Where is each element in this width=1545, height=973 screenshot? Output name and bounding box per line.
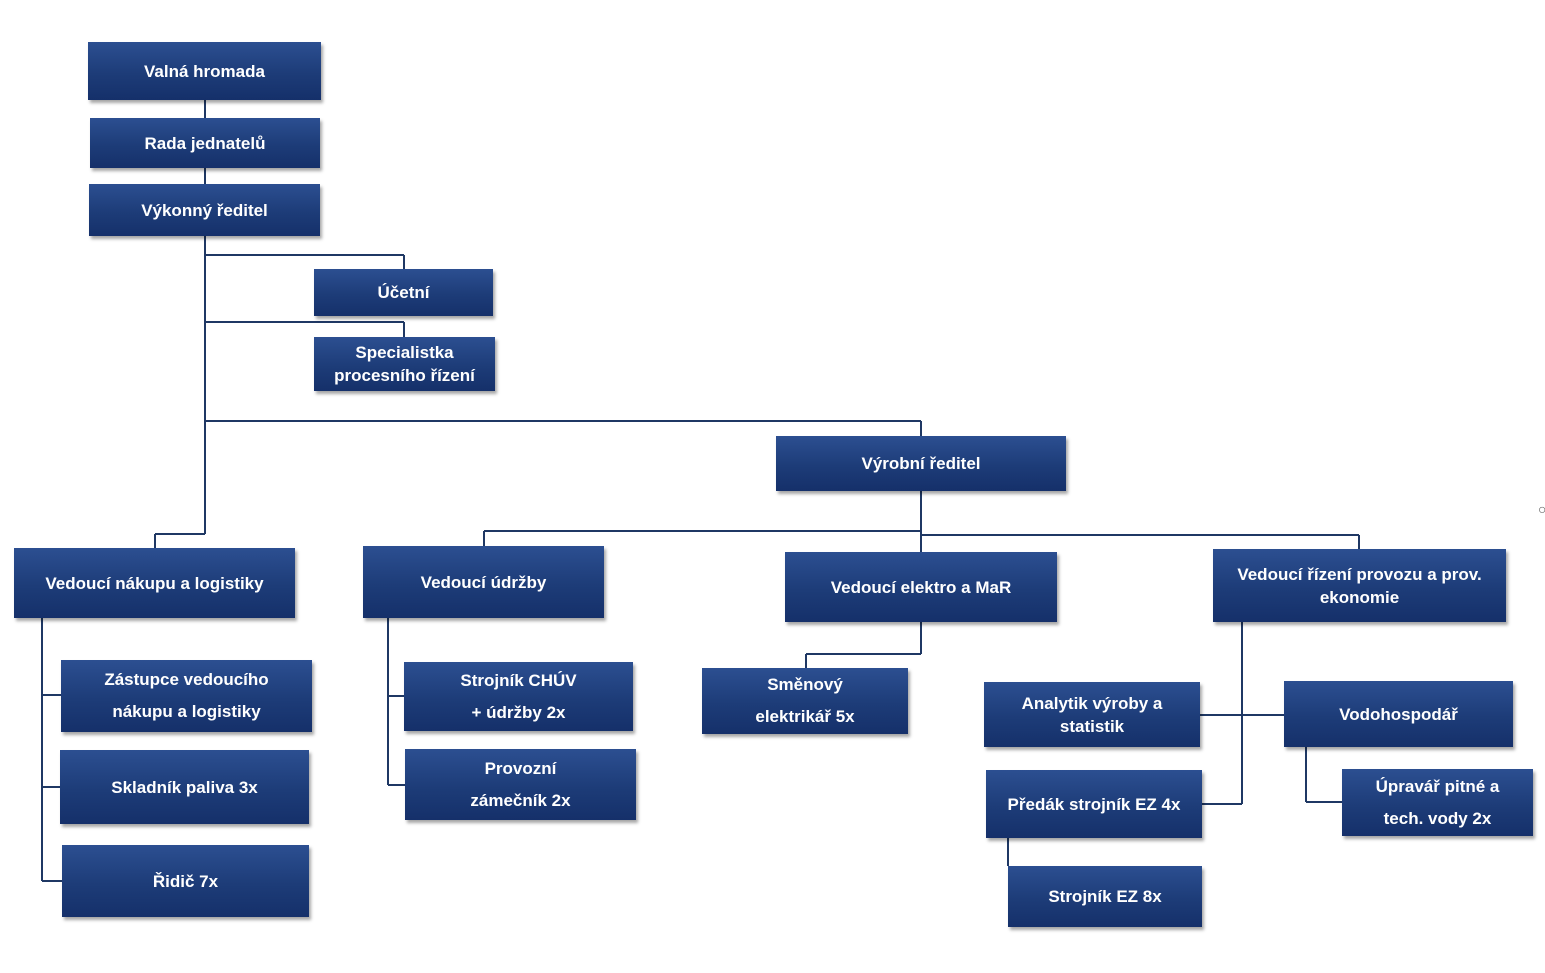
node-smenovy-elektrikar: Směnový elektrikář 5x: [702, 668, 908, 734]
node-predak: Předák strojník EZ 4x: [986, 770, 1202, 838]
node-rada-jednatelu: Rada jednatelů: [90, 118, 320, 168]
node-vedouci-rizeni: Vedoucí řízení provozu a prov. ekonomie: [1213, 549, 1506, 622]
node-strojnik-chuv: Strojník CHÚV + údržby 2x: [404, 662, 633, 731]
node-provozni-zamecnik: Provozní zámečník 2x: [405, 749, 636, 820]
node-zastupce: Zástupce vedoucího nákupu a logistiky: [61, 660, 312, 732]
node-vedouci-elektro: Vedoucí elektro a MaR: [785, 552, 1057, 622]
node-analytik: Analytik výroby a statistik: [984, 682, 1200, 747]
node-skladnik: Skladník paliva 3x: [60, 750, 309, 824]
node-upravar: Úpravář pitné a tech. vody 2x: [1342, 769, 1533, 836]
node-ridic: Řidič 7x: [62, 845, 309, 917]
node-ucetni: Účetní: [314, 269, 493, 316]
node-strojnik-ez: Strojník EZ 8x: [1008, 866, 1202, 927]
node-vykonny-reditel: Výkonný ředitel: [89, 184, 320, 236]
edge-marker: ○: [1538, 501, 1545, 517]
node-vyrobni-reditel: Výrobní ředitel: [776, 436, 1066, 491]
node-vedouci-nakupu: Vedoucí nákupu a logistiky: [14, 548, 295, 618]
node-vedouci-udrzby: Vedoucí údržby: [363, 546, 604, 618]
node-specialistka: Specialistka procesního řízení: [314, 337, 495, 391]
node-valna-hromada: Valná hromada: [88, 42, 321, 100]
node-vodohospodar: Vodohospodář: [1284, 681, 1513, 747]
